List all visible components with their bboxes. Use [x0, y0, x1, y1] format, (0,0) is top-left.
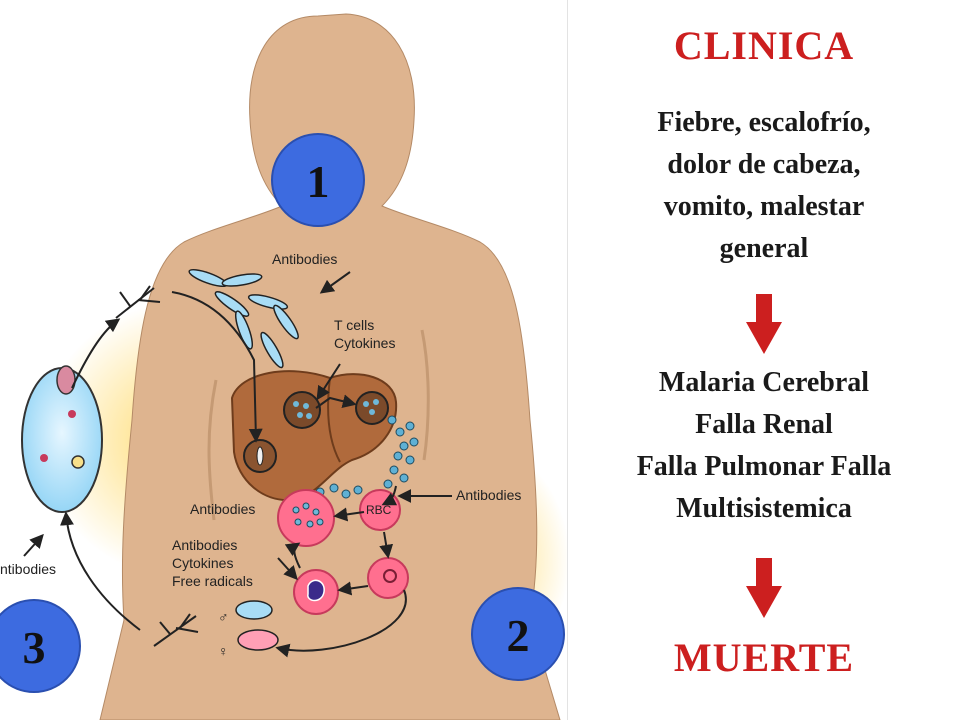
clinic-title: CLINICA — [673, 23, 855, 68]
arrow-tcells — [316, 363, 341, 401]
symptom-line-3: vomito, malestar — [663, 191, 865, 222]
arrow-merozoite-to-rbc — [381, 485, 398, 506]
label-rbc: RBC — [366, 503, 392, 517]
female-symbol: ♀ — [218, 643, 229, 659]
badge-3: 3 — [0, 599, 81, 693]
outcome-text: MUERTE — [673, 635, 855, 680]
label-cytokines-liver: Cytokines — [334, 335, 395, 351]
arrow-liver-cell — [315, 394, 357, 409]
label-cytokines-low: Cytokines — [172, 555, 233, 571]
symptom-line-1: Fiebre, escalofrío, — [657, 107, 871, 138]
female-gametocyte — [237, 629, 279, 651]
label-tcells: T cells — [334, 317, 374, 333]
male-gametocyte — [235, 600, 273, 620]
arm-shade-left — [207, 379, 218, 521]
malaria-lifecycle-diagram: ♂ ♀ — [0, 13, 568, 720]
arrow-antibodies-low — [277, 557, 298, 581]
infected-hepatocyte — [283, 391, 321, 429]
clinic-panel: CLINICA Fiebre, escalofrío, dolor de cab… — [568, 0, 960, 720]
ookinete — [71, 455, 85, 469]
complication-line-2: Falla Renal — [695, 409, 833, 440]
arrow-antibodies-edge — [23, 533, 44, 557]
arrow-mosquito-to-human — [71, 318, 121, 389]
label-antibodies-left: Antibodies — [190, 501, 255, 517]
badge-3-number: 3 — [23, 622, 46, 673]
arrow-to-gametocytes — [275, 589, 407, 658]
label-antibodies-edge: ntibodies — [0, 561, 56, 577]
mosquito-top-icon — [115, 285, 161, 319]
badge-1-number: 1 — [307, 156, 330, 207]
symptom-line-4: general — [719, 233, 809, 264]
arrow-sporozoite-to-liver — [171, 291, 263, 443]
label-antibodies-low: Antibodies — [172, 537, 237, 553]
label-antibodies-top: Antibodies — [272, 251, 337, 267]
complication-line-3: Falla Pulmonar Falla — [636, 451, 892, 482]
arrow-ring-to-trophozoite — [337, 581, 369, 596]
arrow-antibodies-top — [319, 271, 351, 294]
badge-2: 2 — [471, 587, 565, 681]
badge-2-number: 2 — [507, 610, 530, 661]
label-free-radicals: Free radicals — [172, 573, 253, 589]
arrow-trophozoite-up — [284, 542, 301, 569]
schizont-hepatocyte — [355, 391, 389, 425]
label-antibodies-right: Antibodies — [456, 487, 521, 503]
symptom-line-2: dolor de cabeza, — [667, 149, 861, 180]
down-arrow-icon-1 — [746, 294, 782, 354]
arrow-rbc-to-rupture — [333, 507, 365, 522]
complication-line-1: Malaria Cerebral — [658, 367, 870, 398]
mosquito-bottom-icon — [153, 613, 199, 647]
complication-line-4: Multisistemica — [676, 493, 852, 524]
down-arrow-icon-2 — [746, 558, 782, 618]
badge-1: 1 — [271, 133, 365, 227]
male-symbol: ♂ — [218, 609, 229, 625]
arm-shade-right — [420, 329, 430, 461]
oocyst — [56, 365, 76, 395]
arrow-to-mosquito-stage — [60, 511, 141, 631]
panel-divider — [567, 0, 568, 720]
sporozoites — [188, 268, 299, 369]
arrow-rbc-to-ring — [379, 531, 394, 559]
ring-stage-rbc — [367, 557, 409, 599]
ruptured-rbc — [277, 489, 335, 547]
